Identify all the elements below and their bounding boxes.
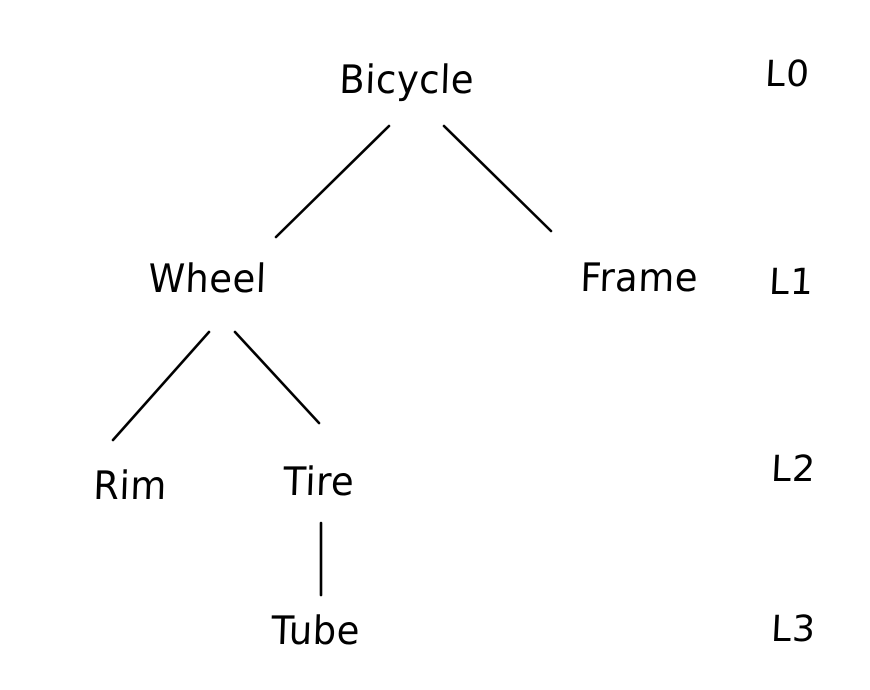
- level-label-l3: L3: [770, 609, 818, 650]
- level-label-l0: L0: [764, 54, 812, 95]
- node-frame[interactable]: Frame: [579, 254, 699, 301]
- level-label-l1: L1: [768, 262, 816, 303]
- node-tire[interactable]: Tire: [282, 458, 356, 505]
- node-wheel[interactable]: Wheel: [147, 255, 268, 302]
- edge-wheel-rim: [111, 330, 211, 442]
- edge-wheel-tire: [233, 330, 321, 425]
- edge-bicycle-frame: [442, 124, 553, 233]
- level-label-l2: L2: [770, 449, 818, 490]
- node-tube[interactable]: Tube: [270, 607, 361, 654]
- node-bicycle[interactable]: Bicycle: [338, 56, 475, 103]
- node-rim[interactable]: Rim: [92, 462, 168, 509]
- edge-bicycle-wheel: [274, 124, 391, 239]
